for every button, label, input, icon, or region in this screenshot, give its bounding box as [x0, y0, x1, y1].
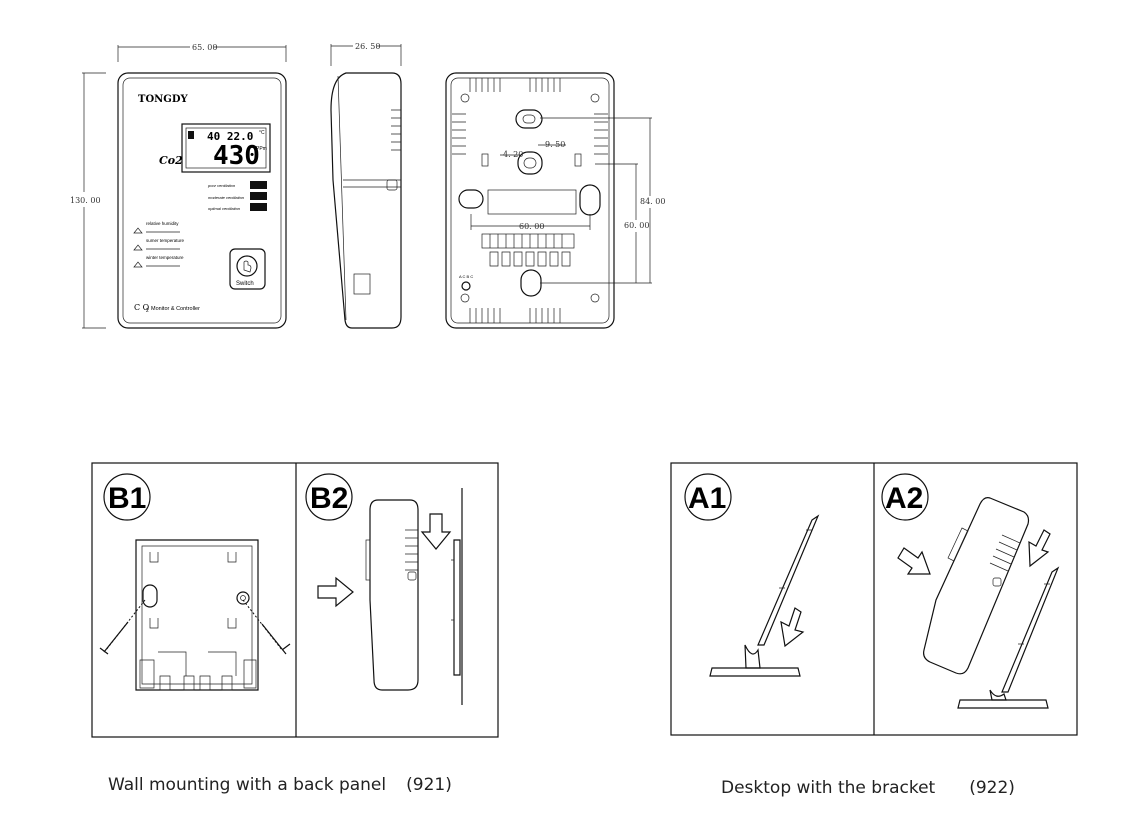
wall-caption-text: Wall mounting with a back panel [108, 775, 387, 795]
display-main: 430 [213, 141, 260, 171]
bracket-a1 [709, 514, 820, 677]
footer-co: C O [134, 303, 150, 312]
device-side-b2 [365, 499, 419, 691]
hole-dimension-a: 9. 50 [545, 140, 565, 149]
panel-a1-label: A1 [688, 482, 726, 515]
height-dimension: 130. 00 [70, 196, 101, 205]
wall-mount-panels: B1 B2 [91, 462, 499, 738]
arrow-down-icon [420, 513, 452, 550]
right-dimension-1: 84. 00 [640, 197, 665, 206]
desk-caption: Desktop with the bracket (922) [721, 778, 1015, 798]
legend-moderate: moderate ventilation [208, 195, 245, 200]
panel-b2-label: B2 [310, 482, 348, 515]
back-plate [135, 539, 259, 691]
summer-label: sumer temperature [146, 238, 185, 243]
desktop-panels: A1 A2 [670, 462, 1078, 736]
display-unit: PPm [256, 146, 267, 152]
terminal-label: A C B C [459, 274, 473, 279]
desk-caption-code: (922) [969, 778, 1015, 798]
right-dimension-2: 60. 00 [624, 221, 649, 230]
co2-label: Co2 [159, 154, 183, 167]
desk-caption-text: Desktop with the bracket [721, 778, 936, 798]
switch-label: Switch [236, 281, 254, 287]
rh-label: relative humidity [146, 221, 179, 226]
display-top: 40 22.0 [207, 130, 253, 143]
side-view: 26. 50 [330, 42, 402, 329]
width-dimension: 65. 00 [192, 43, 217, 52]
bracket-a2 [957, 566, 1060, 709]
brand-label: TONGDY [138, 94, 189, 105]
switch-button [236, 255, 258, 277]
footer-sub: 2 [146, 308, 149, 314]
legend-optimal: optimal ventilation [208, 206, 241, 211]
display-deg: °C [259, 130, 265, 136]
footer-text: Monitor & Controller [151, 306, 200, 312]
device-a2 [923, 497, 1030, 675]
arrow-down-icon [780, 607, 805, 648]
winter-label: winter temperature [146, 255, 184, 260]
front-view: 65. 00 130. 00 TONGDY 40 22.0 °C 430 PPm… [70, 43, 287, 329]
arrow-diag-down-icon [1028, 529, 1051, 568]
wall-caption-code: (921) [406, 775, 452, 795]
legend-poor: poor ventilation [207, 183, 236, 188]
span-dimension: 60. 00 [519, 222, 544, 231]
wall-caption: Wall mounting with a back panel (921) [108, 775, 452, 795]
arrow-right-icon [317, 576, 354, 608]
depth-dimension: 26. 50 [355, 42, 380, 51]
hole-dimension-b: 4. 20 [503, 150, 523, 159]
panel-a2-label: A2 [885, 482, 923, 515]
back-view: A C B C 9. 50 4. 20 60. 00 84. 00 60. 00 [445, 72, 665, 329]
arrow-diag-right-icon [897, 547, 931, 575]
panel-b1-label: B1 [108, 482, 146, 515]
